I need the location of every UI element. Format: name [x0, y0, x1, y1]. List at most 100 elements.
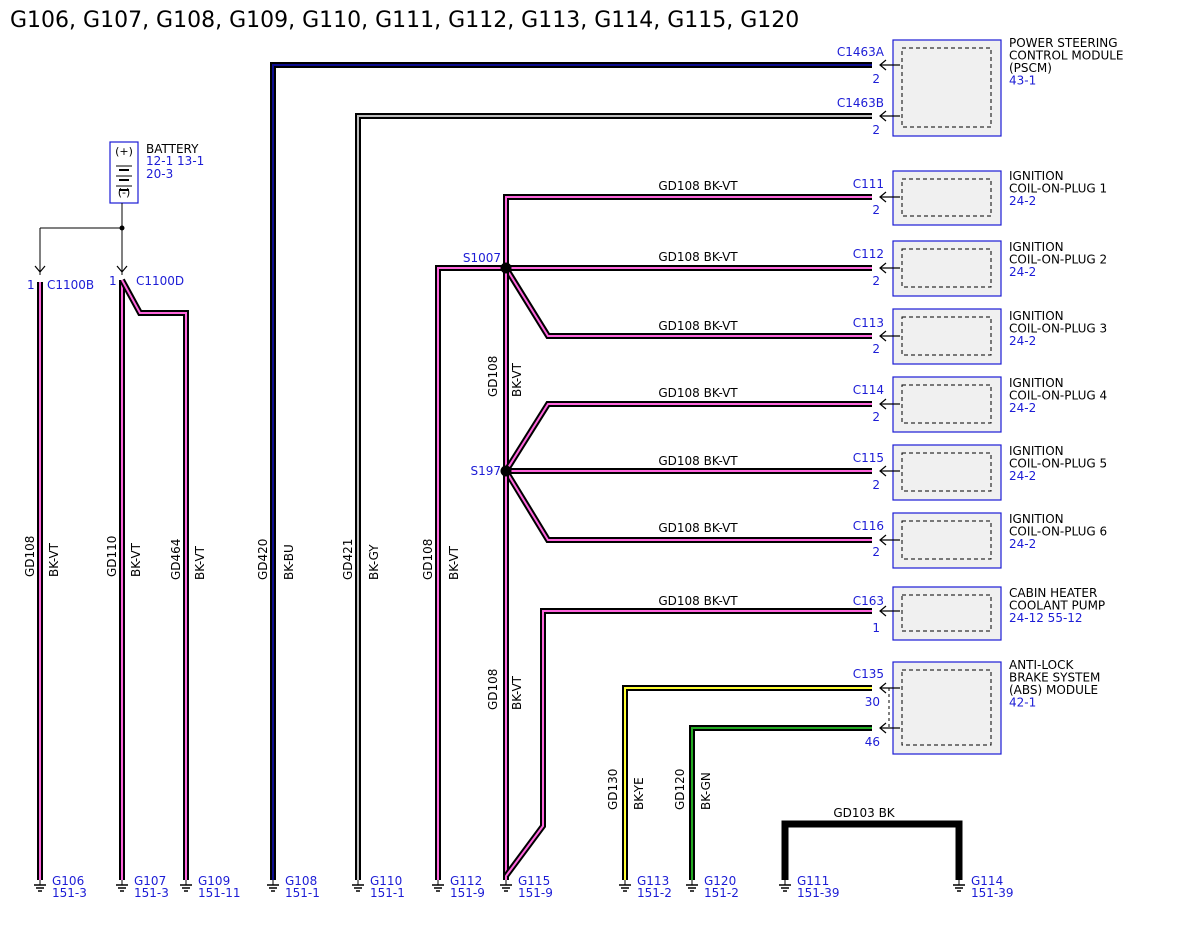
- wire-gd130: [622, 685, 872, 880]
- wire-color-label: BK-GN: [699, 772, 713, 810]
- wire-c114: [503, 401, 872, 473]
- battery-minus: (-): [118, 186, 131, 199]
- wire-stripe: [505, 267, 872, 337]
- ground-id: G106: [52, 874, 84, 888]
- ground-ref: 151-39: [971, 886, 1014, 900]
- connector-pin: 2: [872, 478, 880, 492]
- wire-circuit-label: GD110: [105, 536, 119, 577]
- module-ref: 24-2: [1009, 401, 1036, 415]
- wire-stripe: [505, 470, 872, 541]
- connector-id: C114: [853, 383, 884, 397]
- wire-circuit-label: GD120: [673, 769, 687, 810]
- connector-id: C1463B: [837, 96, 884, 110]
- connector-id: C116: [853, 519, 884, 533]
- ground-ref: 151-3: [52, 886, 87, 900]
- module-name: CONTROL MODULE: [1009, 49, 1124, 63]
- connector-id: C111: [853, 177, 884, 191]
- ground-id: G115: [518, 874, 550, 888]
- connector-id: C1100D: [136, 274, 184, 288]
- ground-symbol: [352, 880, 364, 892]
- module-name: IGNITION: [1009, 309, 1064, 323]
- wire-circuit-label: GD420: [256, 539, 270, 580]
- ground-ref: 151-1: [370, 886, 405, 900]
- wire-color-label: BK-VT: [447, 545, 461, 580]
- wire-circuit-label: GD108: [421, 539, 435, 580]
- module-name: IGNITION: [1009, 376, 1064, 390]
- connector-pin: 1: [109, 274, 117, 288]
- splice-label: S1007: [463, 251, 501, 265]
- module-ref: 24-2: [1009, 265, 1036, 279]
- battery-plus: (+): [115, 145, 133, 158]
- wire-label: GD103 BK: [833, 806, 895, 820]
- module-inner: [901, 47, 992, 128]
- splice-s197: [500, 465, 512, 477]
- wire-gd120: [689, 725, 872, 880]
- wire-color-label: BK-BU: [282, 544, 296, 580]
- splice-s1007: [500, 262, 512, 274]
- module-name: IGNITION: [1009, 512, 1064, 526]
- ground-ref: 151-9: [450, 886, 485, 900]
- connector-id: C1100B: [47, 278, 94, 292]
- wire-outline: [622, 685, 872, 880]
- wire-circuit-label: GD130: [606, 769, 620, 810]
- connector-pin: 1: [27, 278, 35, 292]
- wire-stripe: [357, 115, 872, 880]
- module-name: COIL-ON-PLUG 4: [1009, 389, 1107, 403]
- module-ref: 24-12 55-12: [1009, 611, 1083, 625]
- wire-circuit-label: GD421: [341, 539, 355, 580]
- wire-outline: [781, 820, 963, 880]
- module-name: POWER STEERING: [1009, 36, 1118, 50]
- ground-symbol: [34, 880, 46, 892]
- wire-label: GD108 BK-VT: [658, 250, 738, 264]
- connector-id: C135: [853, 667, 884, 681]
- module-name: ANTI-LOCK: [1009, 658, 1074, 672]
- ground-id: G114: [971, 874, 1003, 888]
- wire-stripe: [505, 196, 872, 268]
- wire-gd108-g112: [435, 265, 506, 880]
- wire-color-label: BK-VT: [193, 545, 207, 580]
- ground-ref: 151-2: [637, 886, 672, 900]
- module-box: [892, 661, 1002, 755]
- page-title: G106, G107, G108, G109, G110, G111, G112…: [10, 8, 800, 33]
- wire-stripe: [121, 279, 187, 880]
- wire-color-label: BK-GY: [367, 544, 381, 580]
- ground-ref: 151-9: [518, 886, 553, 900]
- module-name: COIL-ON-PLUG 3: [1009, 322, 1107, 336]
- wire-stripe: [505, 403, 872, 472]
- connector-pin: 2: [872, 545, 880, 559]
- wire-color-label: BK-VT: [510, 675, 524, 710]
- ground-symbol: [779, 880, 791, 892]
- ground-ref: 151-2: [704, 886, 739, 900]
- wire-gd103: [781, 820, 963, 880]
- module-name: COIL-ON-PLUG 1: [1009, 182, 1107, 196]
- module-ref: 24-2: [1009, 334, 1036, 348]
- wire-c113: [503, 266, 872, 339]
- ground-id: G120: [704, 874, 736, 888]
- connector-pin: 46: [865, 735, 880, 749]
- ground-symbol: [619, 880, 631, 892]
- module-name: COIL-ON-PLUG 6: [1009, 525, 1107, 539]
- connector-id: C115: [853, 451, 884, 465]
- module-inner: [901, 520, 992, 560]
- ground-id: G109: [198, 874, 230, 888]
- connector-id: C113: [853, 316, 884, 330]
- wire-gd464: [119, 278, 189, 880]
- module-name: CABIN HEATER: [1009, 586, 1097, 600]
- module-name: COOLANT PUMP: [1009, 599, 1105, 613]
- module-ref: 24-2: [1009, 194, 1036, 208]
- connector-pin: 2: [872, 72, 880, 86]
- wire-c111: [503, 194, 872, 268]
- junction-dot: [119, 225, 125, 231]
- battery-box: [109, 141, 139, 204]
- ground-ref: 151-11: [198, 886, 241, 900]
- module-box: [892, 39, 1002, 137]
- module-ref: 43-1: [1009, 74, 1036, 88]
- module-inner: [901, 594, 992, 632]
- battery-ref: 12-1 13-1: [146, 154, 204, 168]
- wire-label: GD108 BK-VT: [658, 594, 738, 608]
- ground-ref: 151-3: [134, 886, 169, 900]
- ground-ref: 151-1: [285, 886, 320, 900]
- wire-circuit-label: GD464: [169, 539, 183, 580]
- wire-c116: [503, 469, 872, 543]
- module-inner: [901, 452, 992, 492]
